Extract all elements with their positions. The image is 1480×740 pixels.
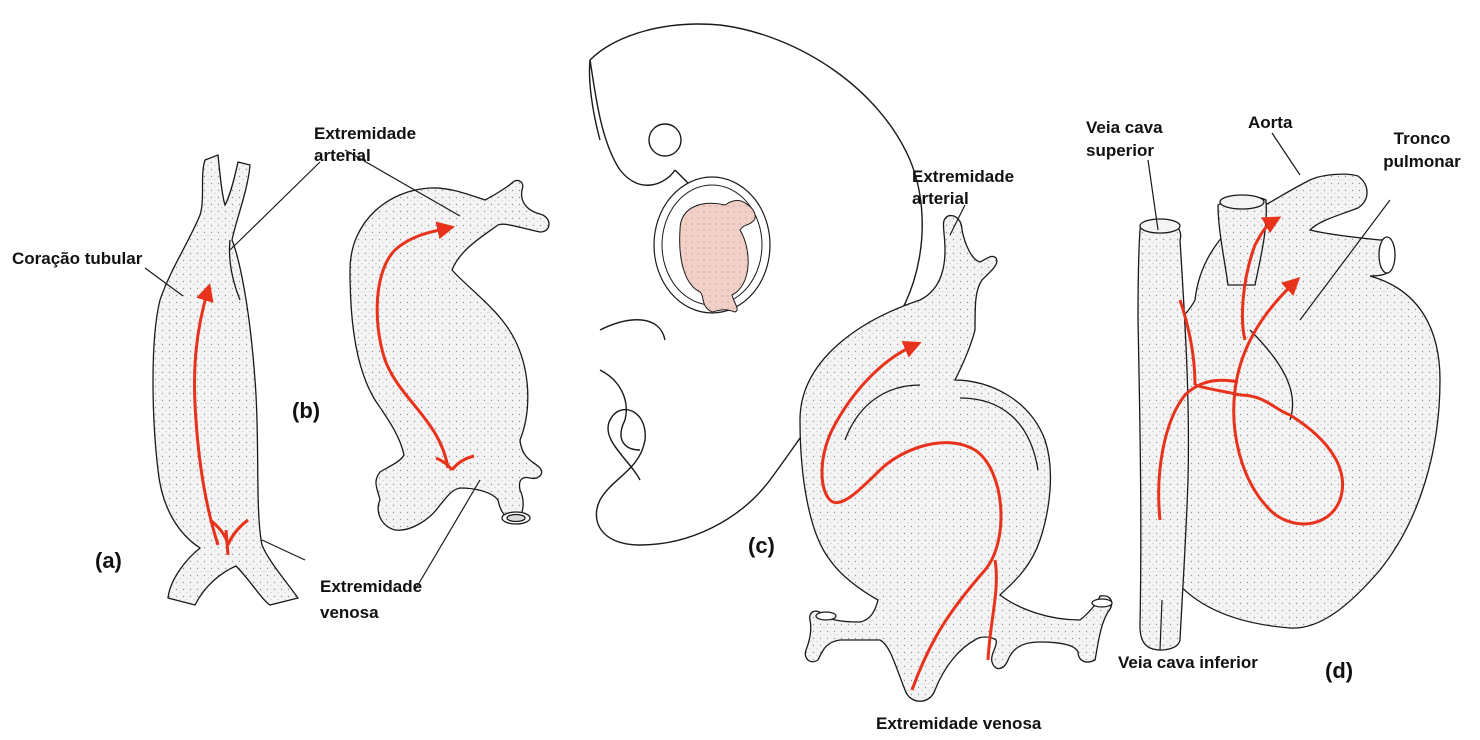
panel-label-a: (a) — [95, 550, 122, 571]
definitive-heart-d — [1138, 174, 1440, 650]
looping-heart-c — [800, 216, 1112, 702]
panel-label-d: (d) — [1325, 660, 1353, 681]
label-extremidade-arterial-b-line1: Extremidade — [314, 123, 416, 144]
panel-label-c: (c) — [748, 535, 775, 556]
label-tronco-pulmonar-line2: pulmonar — [1374, 151, 1470, 172]
panel-label-b: (b) — [292, 400, 320, 421]
label-extremidade-arterial-c-line1: Extremidade — [912, 166, 1014, 187]
label-veia-cava-superior-line1: Veia cava — [1086, 117, 1163, 138]
label-extremidade-venosa-line2: venosa — [320, 602, 379, 623]
label-tronco-pulmonar-line1: Tronco — [1374, 128, 1470, 149]
label-extremidade-arterial-c-line2: arterial — [912, 188, 969, 209]
label-veia-cava-inferior: Veia cava inferior — [1118, 652, 1258, 673]
label-coracao-tubular: Coração tubular — [12, 248, 142, 269]
label-veia-cava-superior-line2: superior — [1086, 140, 1154, 161]
looping-heart-b — [350, 180, 549, 530]
label-extremidade-arterial-b-line2: arterial — [314, 145, 371, 166]
embryo-heart-sac — [654, 177, 770, 313]
label-aorta: Aorta — [1248, 112, 1292, 133]
label-extremidade-venosa-line1: Extremidade — [320, 576, 422, 597]
label-extremidade-venosa-c: Extremidade venosa — [876, 713, 1041, 734]
